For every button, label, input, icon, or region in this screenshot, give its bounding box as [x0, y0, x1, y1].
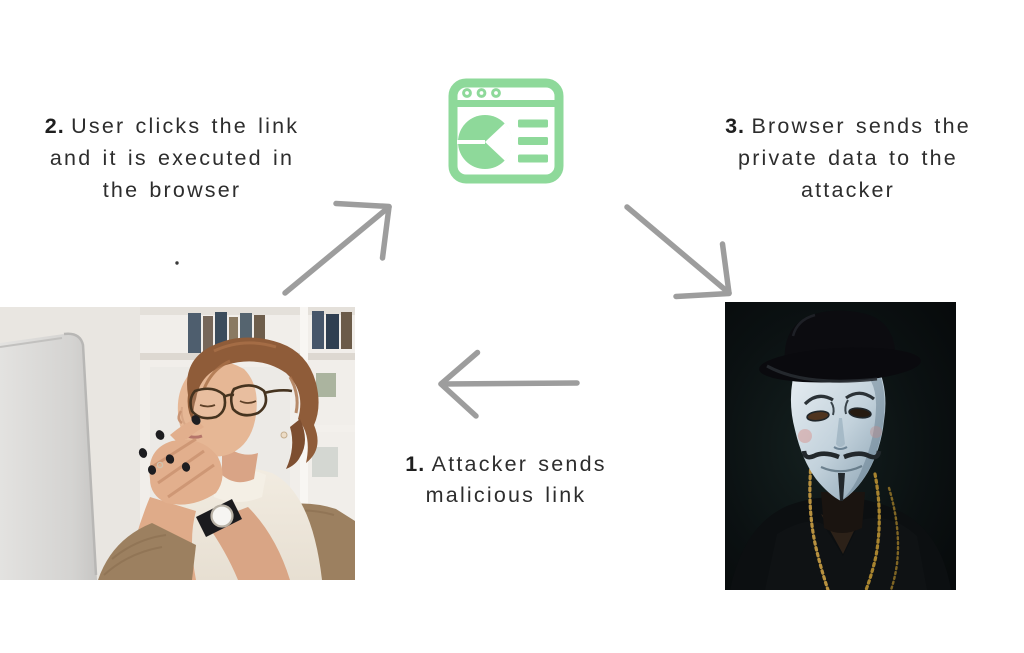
clasped-hands — [138, 415, 223, 505]
neck-shadow — [821, 492, 865, 533]
pie-chart-icon — [457, 115, 513, 169]
step-1-number: 1. — [405, 452, 426, 476]
step-1-label: 1.Attacker sends malicious link — [368, 449, 644, 511]
browser-icon — [448, 78, 564, 184]
step-2-line-2: and it is executed in — [49, 146, 295, 170]
earring — [280, 431, 288, 439]
arrow-attacker-to-user — [438, 349, 580, 419]
watch — [196, 499, 242, 537]
glasses — [189, 384, 293, 420]
step-3-label: 3.Browser sends the private data to the … — [690, 110, 1006, 206]
step-1-line-2: malicious link — [425, 483, 587, 507]
step-2-line-1: 2.User clicks the link — [44, 114, 300, 138]
step-2-line-3: the browser — [102, 178, 242, 202]
stray-dot — [175, 261, 179, 265]
hat — [759, 310, 921, 383]
gold-chains — [808, 462, 900, 590]
hair-back — [286, 419, 305, 469]
attacker-photo — [725, 302, 956, 590]
step-3-line-2: private data to the — [738, 146, 958, 170]
hair — [187, 337, 319, 463]
mask-shadow-side — [842, 372, 885, 500]
step-2-number: 2. — [44, 114, 65, 138]
arrow-browser-to-attacker — [624, 204, 732, 300]
list-bars-icon — [518, 119, 548, 163]
ring — [156, 461, 164, 469]
eye-left — [199, 404, 216, 408]
step-3-line-3: attacker — [800, 178, 896, 202]
browser-window-outline — [448, 78, 564, 184]
shirt — [765, 518, 927, 590]
eye-right — [239, 400, 257, 404]
step-3-number: 3. — [725, 114, 746, 138]
arrow-user-to-browser — [282, 200, 392, 296]
user-photo — [0, 307, 355, 580]
browser-header-dots-icon — [462, 88, 501, 98]
nose — [177, 410, 183, 425]
mask-features — [798, 391, 882, 501]
step-2-label: 2.User clicks the link and it is execute… — [12, 110, 332, 206]
step-3-line-1: 3.Browser sends the — [725, 114, 971, 138]
step-1-line-1: 1.Attacker sends — [405, 452, 607, 476]
computer-monitor — [0, 332, 98, 580]
